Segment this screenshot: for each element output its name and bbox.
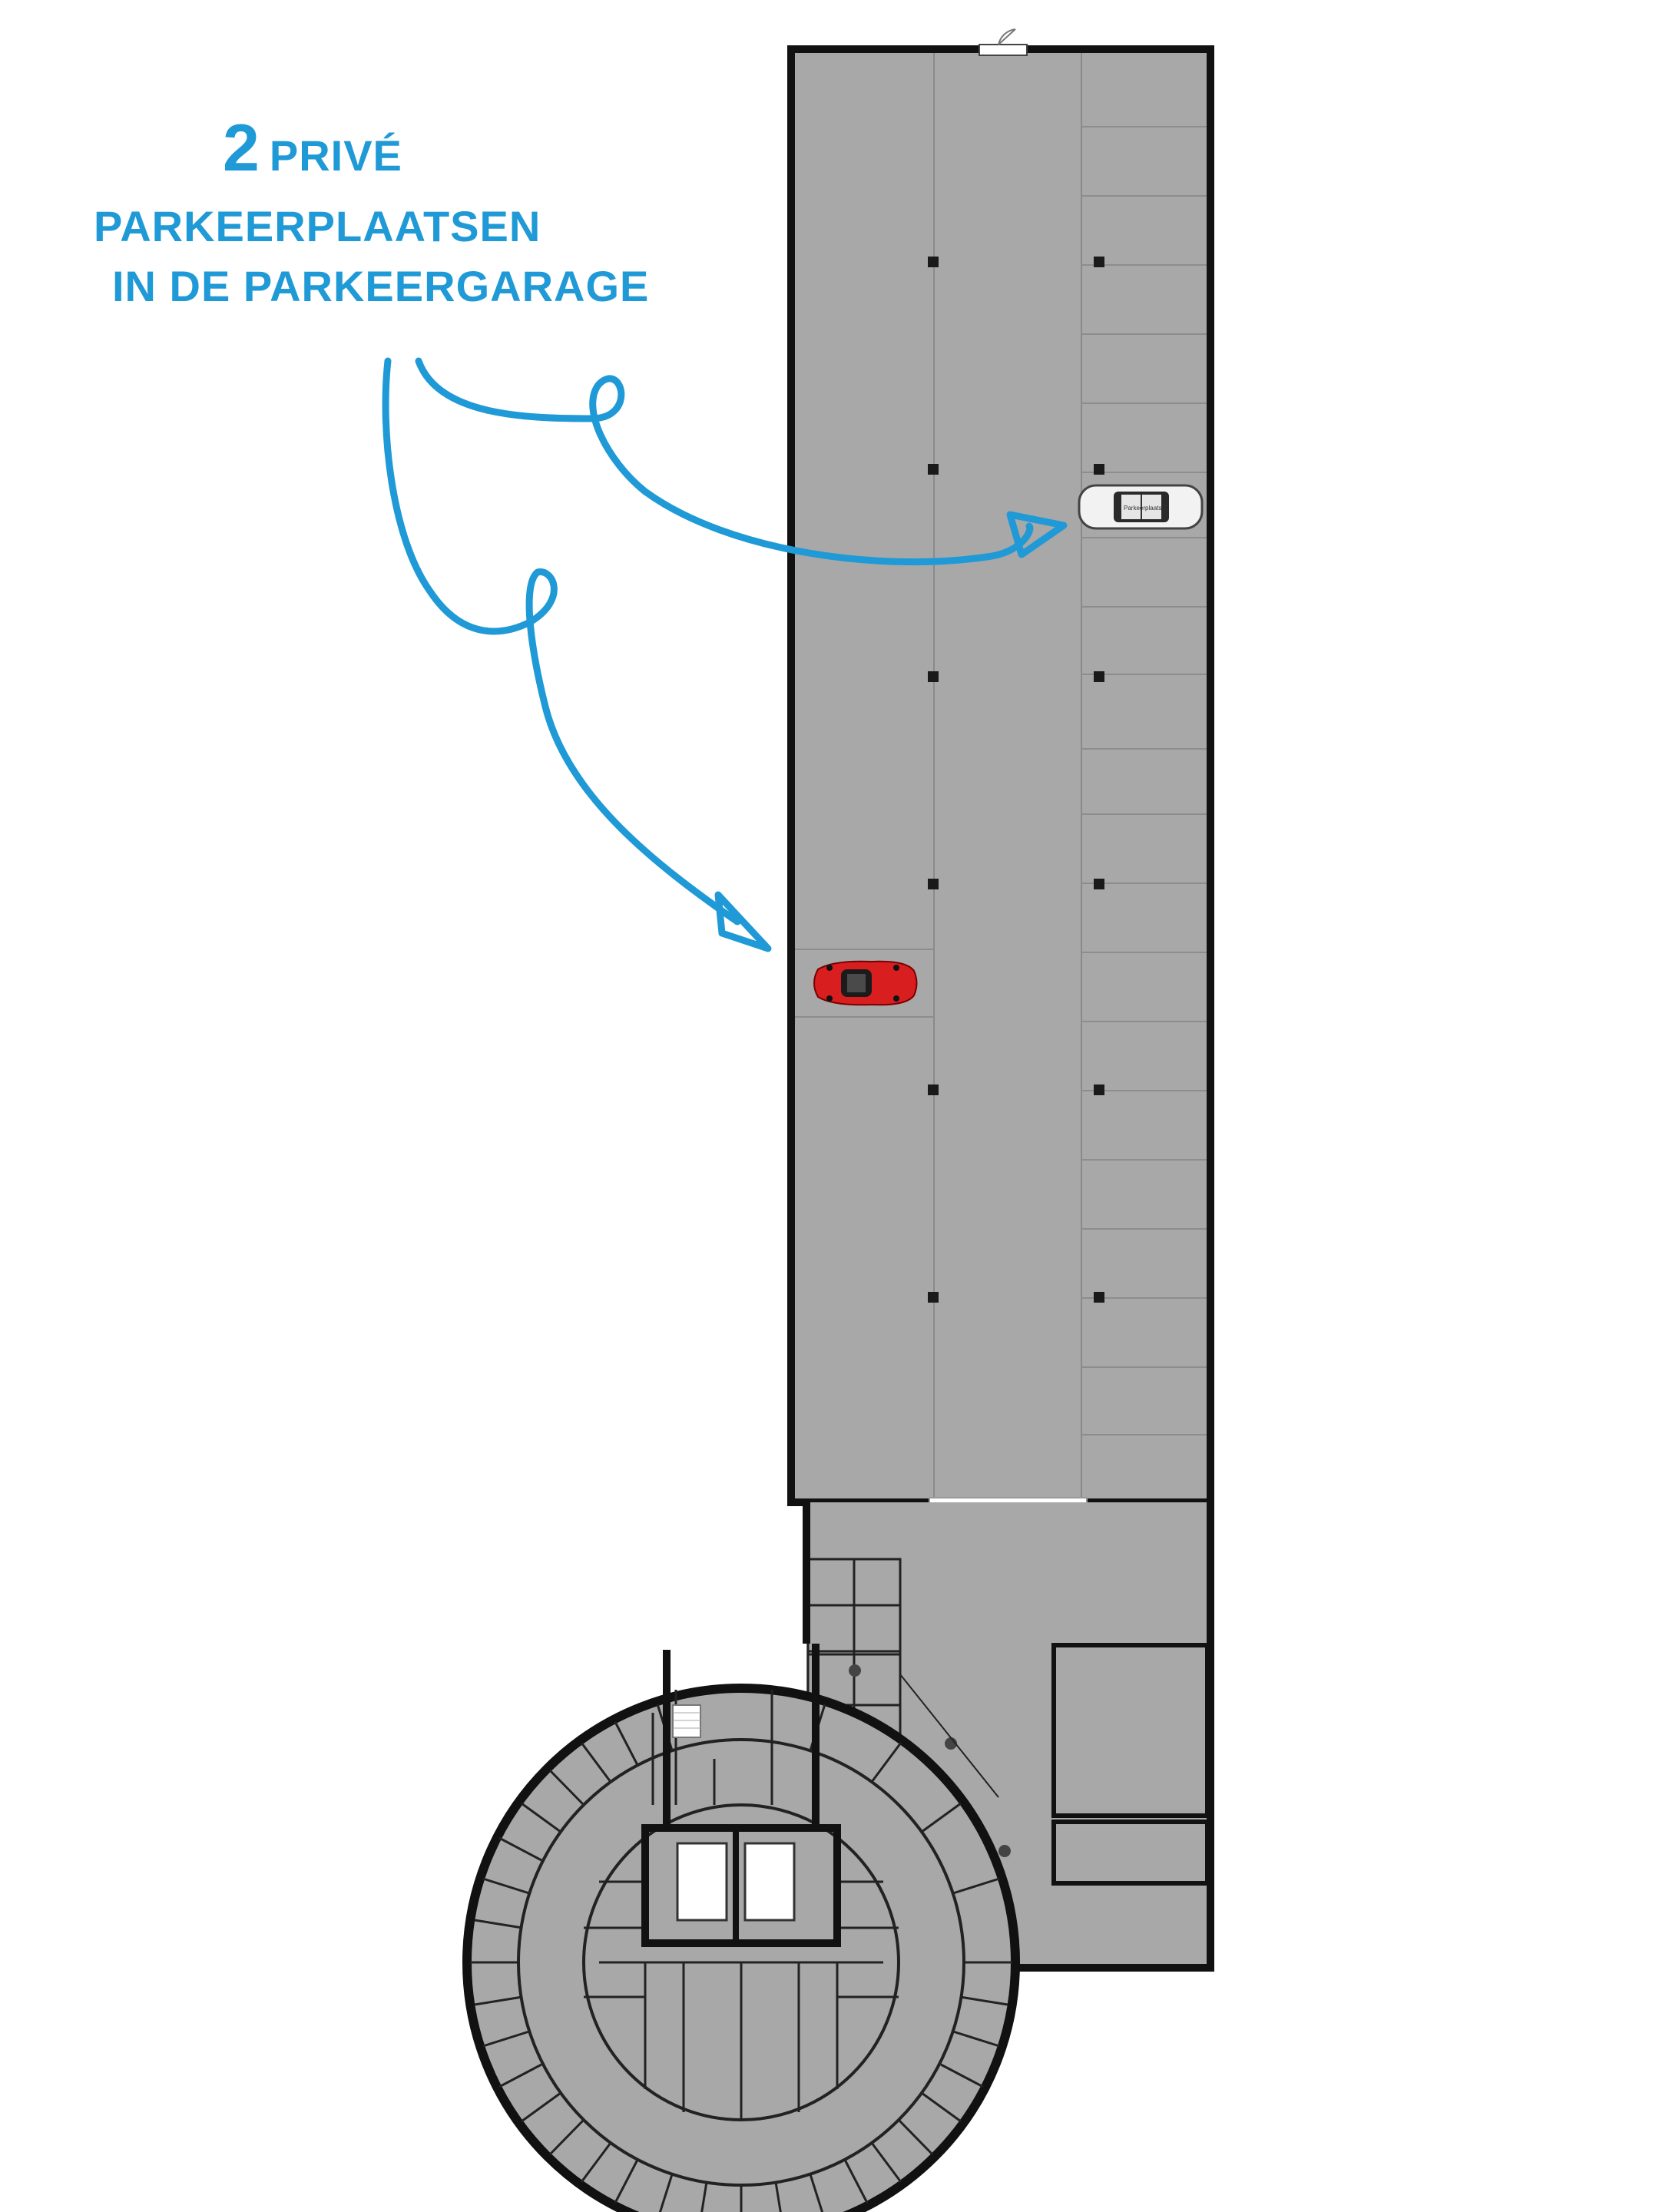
elevator-1 <box>676 1842 728 1922</box>
arrow-to-red-car <box>382 357 741 926</box>
arrowhead-white-car <box>1006 511 1068 558</box>
tower-outer-wall <box>462 1684 1020 2212</box>
garage-floor <box>791 49 1210 1502</box>
tower-floor <box>469 1690 1014 2212</box>
connecting-walls <box>803 1502 1214 1972</box>
garage-door-top <box>979 28 1028 56</box>
tower-inner-units <box>584 1690 899 2120</box>
column-round-1 <box>849 1664 861 1677</box>
tower-heavy-walls <box>663 1644 820 1828</box>
parking-bays-left <box>793 949 934 1018</box>
stairs <box>672 1704 701 1738</box>
structural-columns <box>928 257 1104 1303</box>
annotation-number: 2 <box>223 111 260 185</box>
annotation-line-3: IN DE PARKEERGARAGE <box>112 262 650 310</box>
red-car <box>813 960 918 1006</box>
arrow-to-white-car <box>415 357 1034 566</box>
elevator-2 <box>743 1842 796 1922</box>
tower-core <box>641 1824 841 1947</box>
annotation-line-2: PARKEERPLAATSEN <box>94 202 541 250</box>
arrowhead-red-car <box>714 891 772 952</box>
annotation-arrows <box>382 357 1068 952</box>
column-round-3 <box>998 1845 1011 1857</box>
white-car: Parkeerplaats 2 <box>1078 484 1204 530</box>
parking-garage <box>787 28 1214 1509</box>
round-tower <box>462 1644 1020 2212</box>
parked-car-label: Parkeerplaats 2 <box>1124 505 1167 512</box>
tower-storage-dividers <box>470 1704 1012 2212</box>
annotation-word: PRIVÉ <box>269 131 402 180</box>
